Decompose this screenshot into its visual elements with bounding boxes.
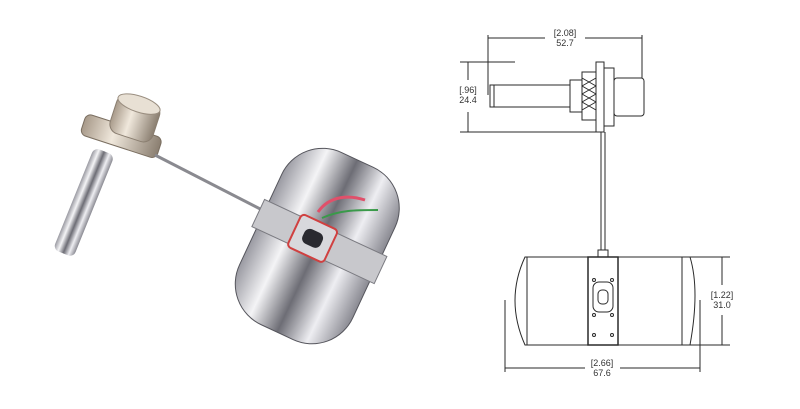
mount-height-inches-label: [.96]: [459, 85, 477, 95]
float-height-mm-label: 31.0: [713, 300, 731, 310]
red-wire: [316, 195, 366, 213]
mount-flange: [80, 93, 162, 158]
float-height-inches-label: [1.22]: [711, 290, 734, 300]
product-photo: [54, 93, 400, 345]
float-switch-illustration: [54, 93, 400, 345]
float-length-mm-label: 67.6: [593, 368, 611, 378]
width-mm-label: 52.7: [556, 38, 574, 48]
dimension-drawing: [2.08] 52.7 [.96] 24.4 [1.22] 31.0 [2.66…: [459, 28, 734, 378]
width-inches-label: [2.08]: [554, 28, 577, 38]
technical-drawing: [2.08] 52.7 [.96] 24.4 [1.22] 31.0 [2.66…: [430, 0, 800, 404]
pivot-rod: [154, 153, 273, 217]
float-length-inches-label: [2.66]: [591, 358, 614, 368]
float-body: [234, 147, 400, 345]
mount-stem: [54, 149, 113, 256]
green-wire: [321, 209, 379, 219]
mount-height-mm-label: 24.4: [459, 95, 477, 105]
